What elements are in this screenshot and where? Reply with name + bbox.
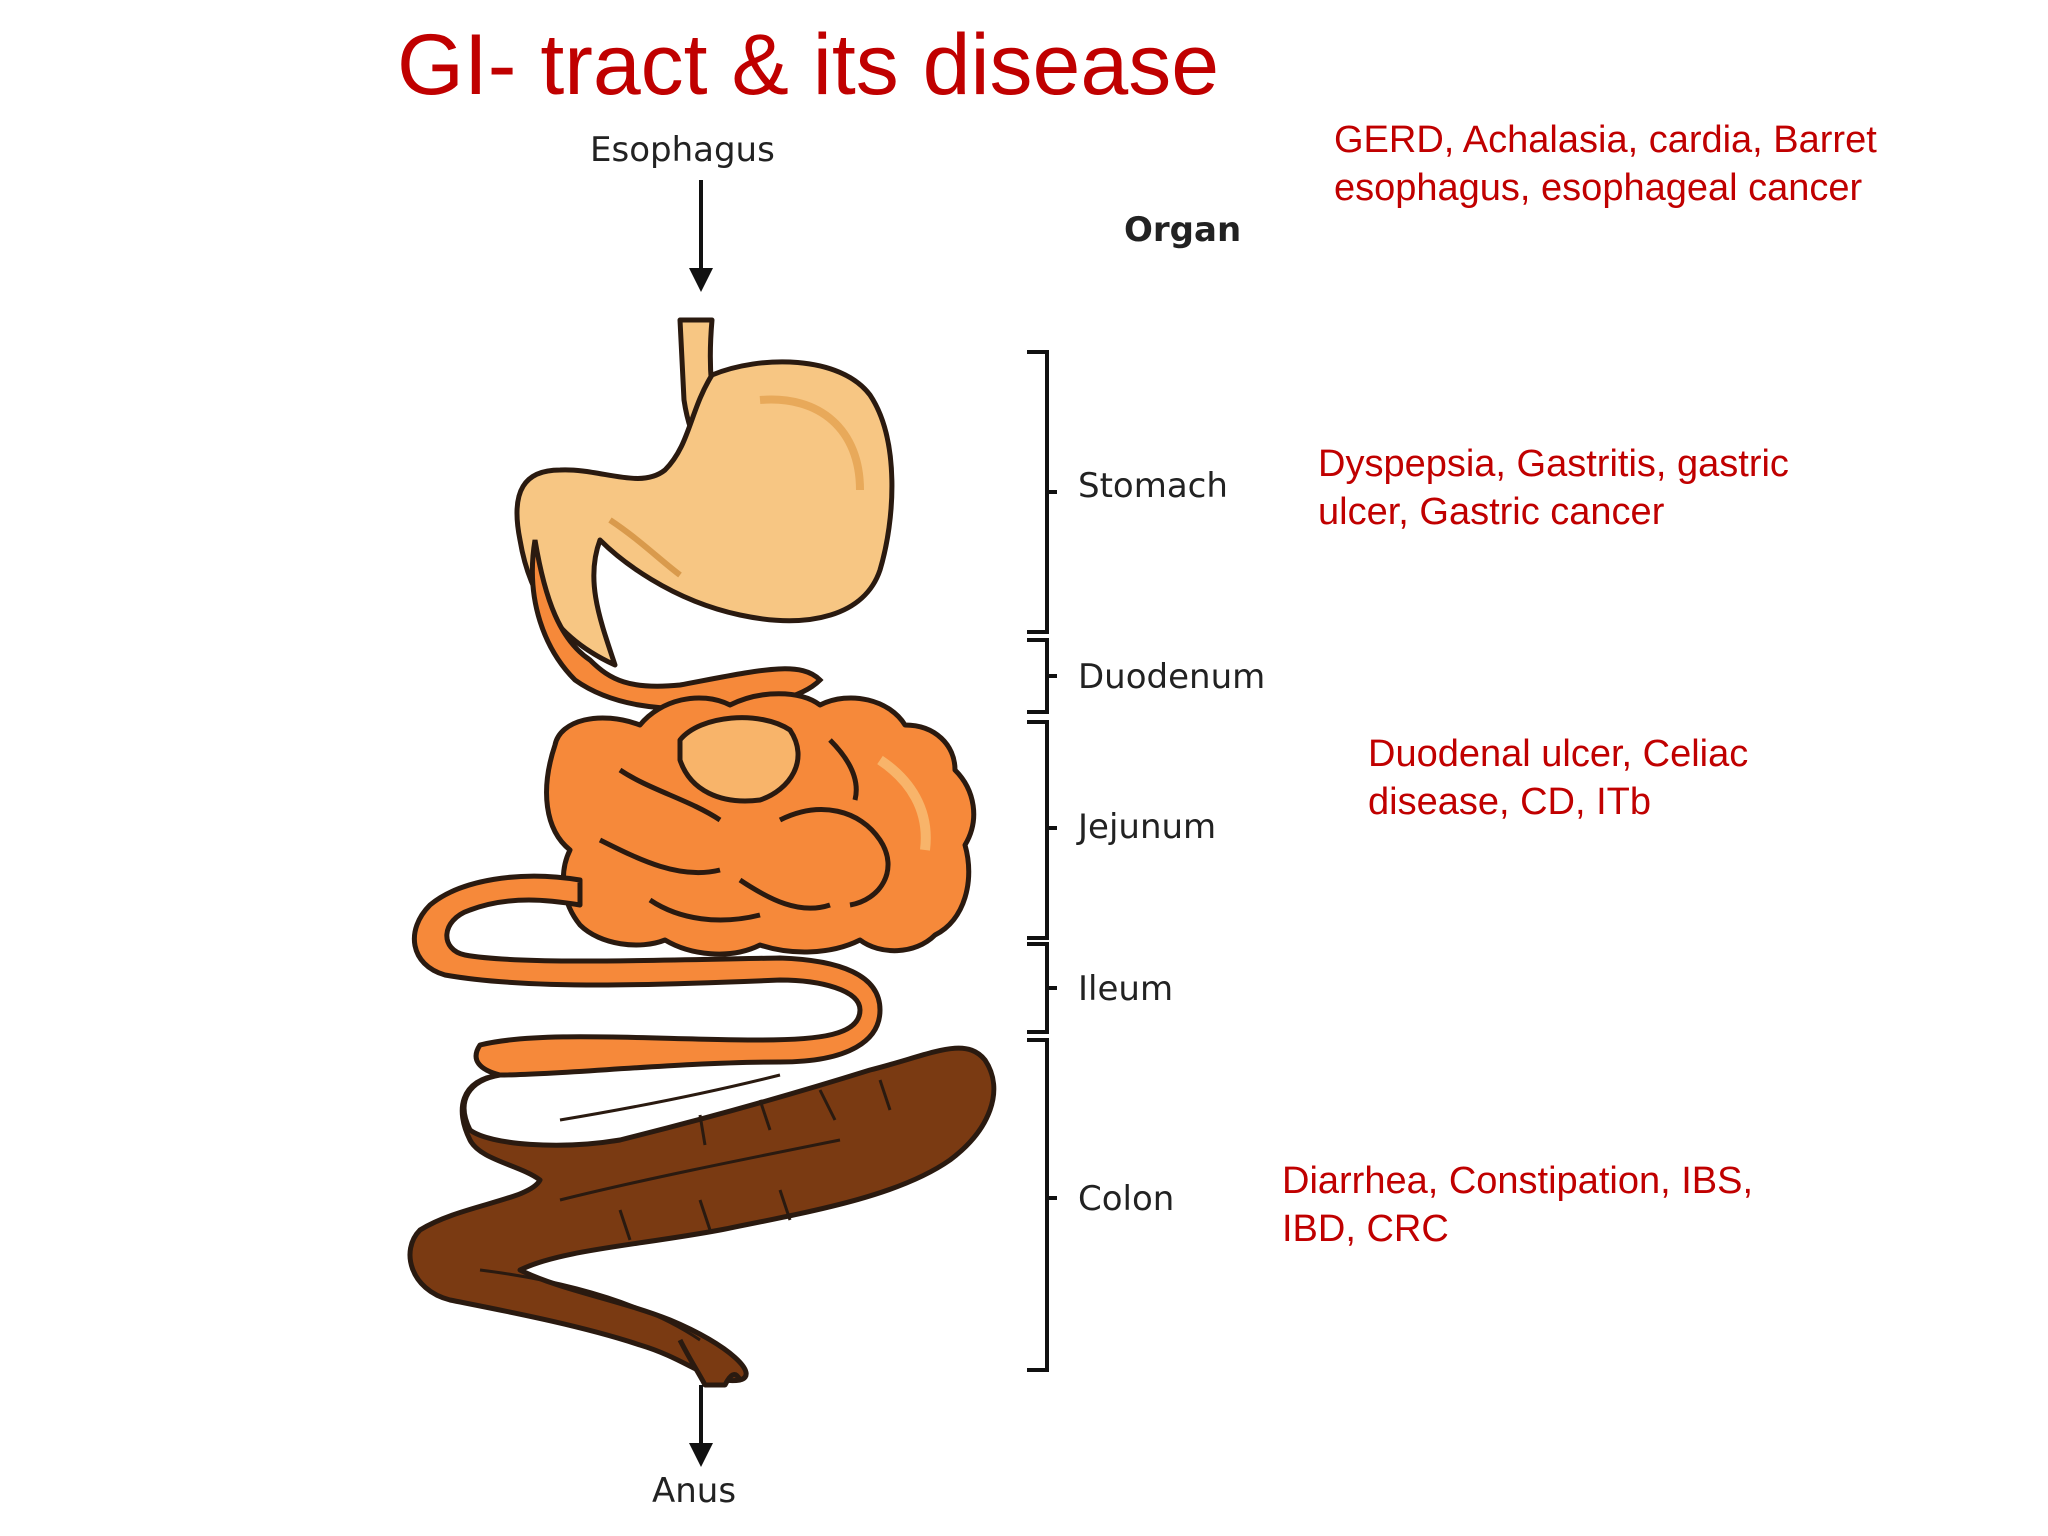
bracket-stomach: [1027, 350, 1057, 634]
organ-label-stomach: Stomach: [1078, 466, 1228, 506]
page-title: GI- tract & its disease: [397, 17, 1220, 113]
bracket-jejunum: [1027, 720, 1057, 940]
disease-esophagus: GERD, Achalasia, cardia, Barret esophagu…: [1334, 116, 1877, 212]
esophagus-label: Esophagus: [590, 130, 775, 170]
disease-stomach-line1: Dyspepsia, Gastritis, gastric: [1318, 443, 1789, 485]
bracket-ileum: [1027, 942, 1057, 1034]
anus-label: Anus: [652, 1471, 737, 1511]
disease-colon: Diarrhea, Constipation, IBS, IBD, CRC: [1282, 1157, 1753, 1253]
disease-small-intestine: Duodenal ulcer, Celiac disease, CD, ITb: [1368, 730, 1748, 826]
esophagus-arrow: [689, 180, 713, 292]
anus-arrow: [689, 1385, 713, 1467]
organ-header: Organ: [1124, 210, 1242, 250]
organ-brackets: [1027, 350, 1057, 1372]
jejunum-shape: [544, 691, 977, 957]
disease-colon-line2: IBD, CRC: [1282, 1208, 1449, 1250]
colon-shape: [407, 1045, 997, 1388]
disease-stomach-line2: ulcer, Gastric cancer: [1318, 491, 1665, 533]
disease-esophagus-line2: esophagus, esophageal cancer: [1334, 167, 1863, 209]
organ-label-jejunum: Jejunum: [1078, 807, 1217, 847]
organ-label-ileum: Ileum: [1078, 969, 1174, 1009]
disease-small-intestine-line2: disease, CD, ITb: [1368, 781, 1651, 823]
disease-esophagus-line1: GERD, Achalasia, cardia, Barret: [1334, 119, 1877, 161]
bracket-duodenum: [1027, 638, 1057, 714]
organ-label-duodenum: Duodenum: [1078, 657, 1266, 697]
disease-small-intestine-line1: Duodenal ulcer, Celiac: [1368, 733, 1749, 775]
ileum-shape: [412, 873, 883, 1078]
disease-colon-line1: Diarrhea, Constipation, IBS,: [1282, 1160, 1754, 1202]
stomach-shape: [514, 317, 895, 668]
disease-stomach: Dyspepsia, Gastritis, gastric ulcer, Gas…: [1318, 440, 1789, 536]
bracket-colon: [1027, 1038, 1057, 1372]
organ-label-colon: Colon: [1078, 1179, 1175, 1219]
